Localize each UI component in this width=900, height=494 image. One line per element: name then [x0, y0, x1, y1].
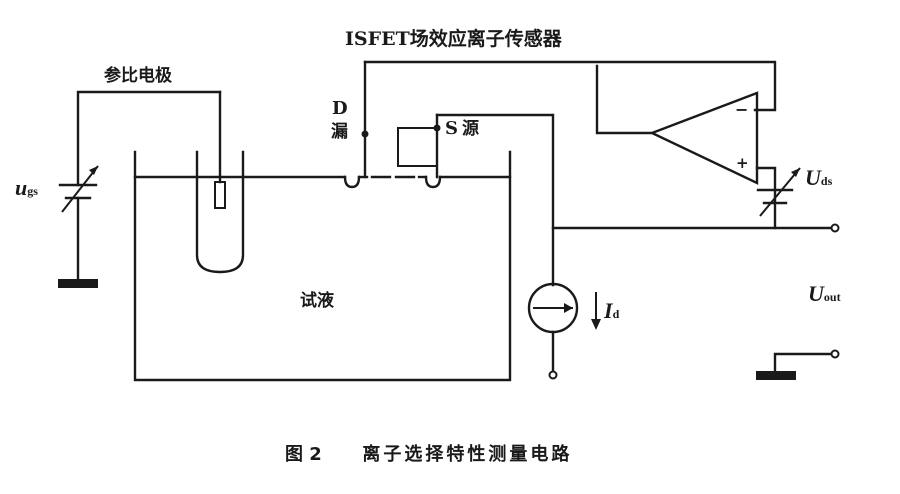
source-letter: S: [445, 118, 458, 139]
figure-number: 图 2: [285, 444, 322, 465]
source-label: 源: [462, 119, 479, 139]
id-symbol: I: [604, 298, 613, 323]
uout-symbol: U: [808, 281, 824, 306]
reference-electrode: [195, 90, 245, 274]
ground-symbol-left: [58, 279, 98, 288]
op-amp: [595, 64, 777, 230]
diagram-title: ISFET场效应离子传感器: [345, 28, 562, 50]
id-subscript: d: [612, 307, 620, 321]
solution-tank: [133, 150, 512, 382]
figure-caption: 图 2 离子选择特性测量电路: [285, 446, 572, 464]
ugs-source: [58, 90, 222, 288]
figure-title: 离子选择特性测量电路: [362, 444, 573, 465]
current-source: [527, 282, 601, 380]
drain-source-leads: [361, 60, 555, 287]
uout-label: Uout: [808, 283, 841, 305]
uds-label: Uds: [805, 167, 832, 189]
ugs-subscript: gs: [27, 184, 38, 198]
drain-letter: D: [332, 98, 348, 119]
reference-electrode-label: 参比电极: [104, 66, 172, 86]
uout-subscript: out: [823, 290, 841, 304]
output-terminals: [551, 223, 840, 380]
opamp-minus-label: −: [735, 100, 749, 119]
ugs-label: ugs: [15, 177, 38, 199]
solution-label: 试液: [300, 291, 334, 311]
uds-source: [756, 167, 801, 217]
drain-label: 漏: [331, 122, 348, 142]
feedback-wire: [363, 60, 777, 112]
ugs-symbol: u: [15, 175, 28, 200]
opamp-plus-label: +: [736, 154, 749, 172]
ground-symbol-right: [756, 371, 796, 380]
uds-symbol: U: [805, 165, 821, 190]
uds-subscript: ds: [820, 174, 833, 188]
isfet-gate: [343, 175, 512, 189]
id-label: Id: [604, 300, 619, 322]
